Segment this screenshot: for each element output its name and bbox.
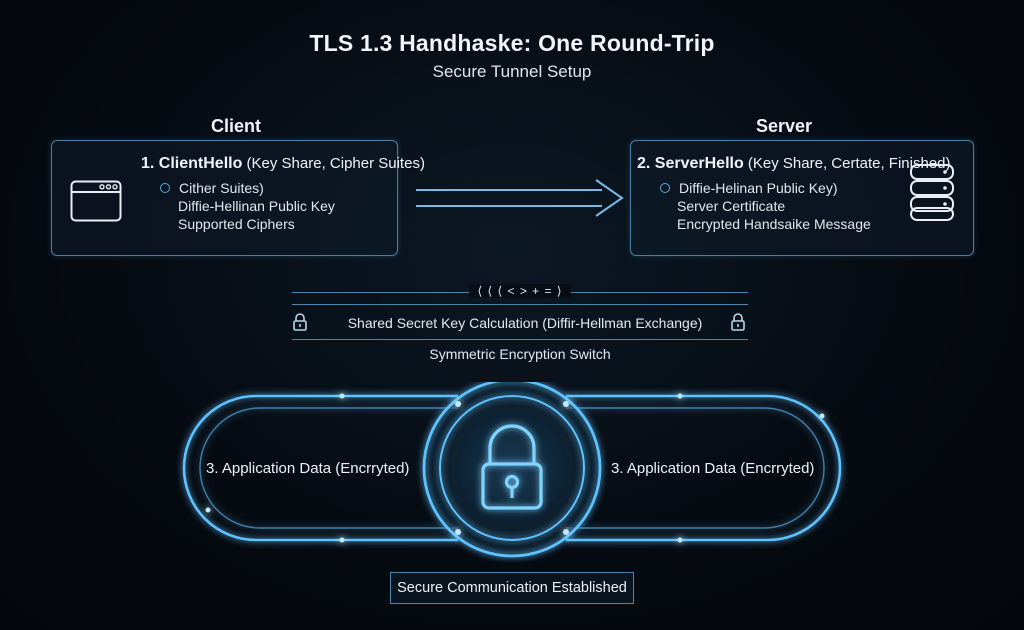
server-item: Encrypted Handsaike Message <box>677 216 871 232</box>
server-item: Server Certificate <box>677 198 786 214</box>
lock-icon <box>293 313 307 331</box>
padlock-icon <box>481 424 543 510</box>
client-hello-title: 1. ClientHello (Key Share, Cipher Suites… <box>141 155 425 173</box>
client-item: Cither Suites) <box>160 180 264 196</box>
encrypted-tunnel <box>182 382 842 558</box>
client-heading: Client <box>210 116 261 136</box>
client-hello-step: 1. ClientHello <box>141 155 243 172</box>
server-item: Diffie-Helinan Public Key) <box>660 180 837 196</box>
diagram-subtitle: Secure Tunnel Setup <box>432 62 592 81</box>
status-badge: Secure Communication Established <box>390 572 634 604</box>
client-item: Diffie-Hellinan Public Key <box>178 198 335 214</box>
bullet-icon <box>660 183 670 194</box>
client-panel <box>51 140 398 256</box>
server-heading: Server <box>755 116 813 136</box>
client-application-data-label: 3. Application Data (Encrryted) <box>206 460 410 477</box>
server-application-data-label: 3. Application Data (Encrryted) <box>611 460 815 477</box>
encryption-switch-label: Symmetric Encryption Switch <box>429 346 611 362</box>
client-hello-detail: (Key Share, Cipher Suites) <box>246 155 425 172</box>
database-server-icon <box>910 164 954 221</box>
bullet-icon <box>160 183 170 194</box>
browser-window-icon <box>70 180 122 222</box>
divider-line <box>292 304 748 305</box>
server-hello-title: 2. ServerHello (Key Share, Certate, Fini… <box>637 155 951 173</box>
double-arrow-right-icon <box>416 179 624 217</box>
key-calculation-label: Shared Secret Key Calculation (Diffir-He… <box>347 315 703 331</box>
exchange-symbols: ⟨ ⟨ ⟨ < > + = ⟩ <box>292 284 748 298</box>
divider-line <box>292 339 748 340</box>
server-hello-step: 2. ServerHello <box>637 155 744 172</box>
server-hello-detail: (Key Share, Certate, Finished) <box>747 155 951 172</box>
lock-icon <box>731 313 745 331</box>
client-item: Supported Ciphers <box>178 216 295 232</box>
diagram-title: TLS 1.3 Handhaske: One Round-Trip <box>309 30 715 56</box>
